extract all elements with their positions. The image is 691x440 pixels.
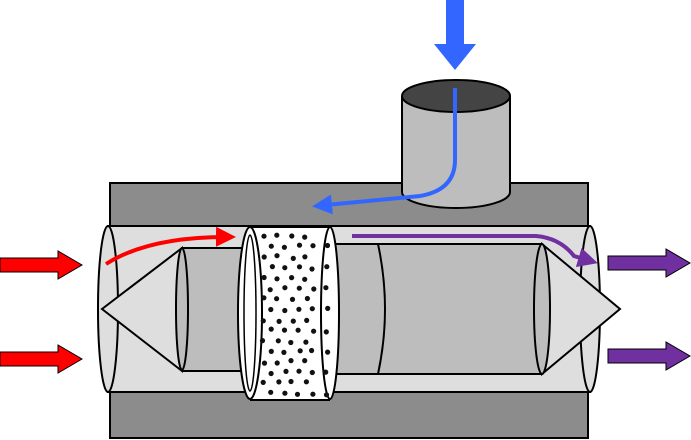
perforation-hole [282, 265, 288, 271]
perforation-hole [289, 296, 296, 302]
perforation-hole [309, 369, 315, 376]
perforation-hole [261, 233, 267, 239]
perforation-hole [268, 348, 274, 354]
perforation-hole [323, 285, 329, 291]
perforation-hole [268, 370, 274, 377]
perforation-hole [290, 255, 296, 261]
perforation-hole [309, 306, 315, 312]
perforation-hole [304, 295, 310, 302]
perforation-hole [261, 254, 267, 260]
perforation-hole [282, 285, 288, 291]
downstream-cone-base [533, 243, 551, 375]
perforation-hole [302, 254, 308, 260]
perforation-hole [274, 296, 280, 302]
perforation-hole [274, 253, 280, 259]
perforation-hole [323, 392, 330, 398]
perforation-hole [297, 348, 303, 354]
perforation-hole [268, 243, 274, 249]
perforation-hole [260, 379, 266, 385]
perforation-hole [288, 358, 294, 364]
perforation-hole [283, 368, 289, 374]
injection-arrow [434, 0, 476, 70]
perforation-hole [282, 390, 288, 396]
perforated-insert [237, 226, 340, 401]
perforation-hole [268, 306, 274, 313]
downstream-body [320, 243, 542, 375]
perforation-hole [304, 317, 310, 323]
perforation-hole [288, 339, 294, 346]
perforation-hole [309, 266, 315, 272]
perforation-hole [303, 339, 309, 345]
perforation-hole [274, 276, 280, 282]
perforation-hole [274, 360, 280, 366]
perforation-hole [323, 329, 329, 335]
perforation-hole [260, 318, 266, 324]
perforation-hole [276, 318, 282, 324]
perforation-hole [267, 287, 273, 293]
inlet-flow-line [104, 226, 236, 266]
inlet-arrow-upper [0, 250, 83, 280]
perforation-hole [303, 379, 309, 385]
perforation-hole [294, 391, 301, 397]
outlet-flow-line [352, 234, 598, 267]
perforation-hole [261, 295, 267, 301]
perforation-hole [290, 318, 296, 324]
perforation-hole [269, 264, 275, 270]
perforation-hole [325, 305, 331, 311]
perforation-hole [295, 327, 301, 333]
perforation-hole [296, 306, 302, 312]
perforation-hole [323, 369, 329, 375]
outlet-arrow-upper [607, 248, 691, 278]
perforation-hole [275, 338, 281, 344]
inlet-arrow-lower [0, 344, 83, 374]
perforation-hole [289, 233, 295, 239]
injection-flow-line [312, 88, 457, 215]
perforation-hole [261, 360, 268, 366]
perforation-hole [281, 349, 287, 355]
perforation-hole [261, 274, 267, 281]
perforation-hole [268, 389, 274, 395]
perforation-hole [302, 358, 308, 364]
outlet-arrow-lower [607, 341, 691, 371]
perforation-hole [276, 379, 282, 385]
perforation-hole [325, 349, 331, 355]
perforation-hole [302, 276, 308, 282]
perforation-hole [296, 285, 302, 291]
perforation-hole [296, 264, 303, 270]
perforation-hole [324, 264, 330, 270]
perforation-hole [310, 391, 316, 397]
perforation-hole [288, 378, 294, 385]
perforation-hole [259, 338, 266, 344]
perforation-hole [281, 327, 288, 333]
perforation-hole [324, 242, 331, 249]
perforation-hole [302, 234, 308, 240]
perforation-hole [311, 286, 317, 292]
perforation-hole [274, 232, 280, 238]
perforation-hole [311, 328, 317, 334]
perforation-hole [296, 242, 303, 248]
perforation-hole [296, 368, 302, 374]
perforation-hole [309, 347, 315, 354]
perforation-hole [282, 307, 288, 314]
perforation-hole [310, 243, 316, 249]
insert-perforations [259, 232, 331, 398]
perforation-hole [289, 275, 295, 281]
perforation-hole [281, 244, 287, 250]
perforation-hole [268, 326, 274, 332]
